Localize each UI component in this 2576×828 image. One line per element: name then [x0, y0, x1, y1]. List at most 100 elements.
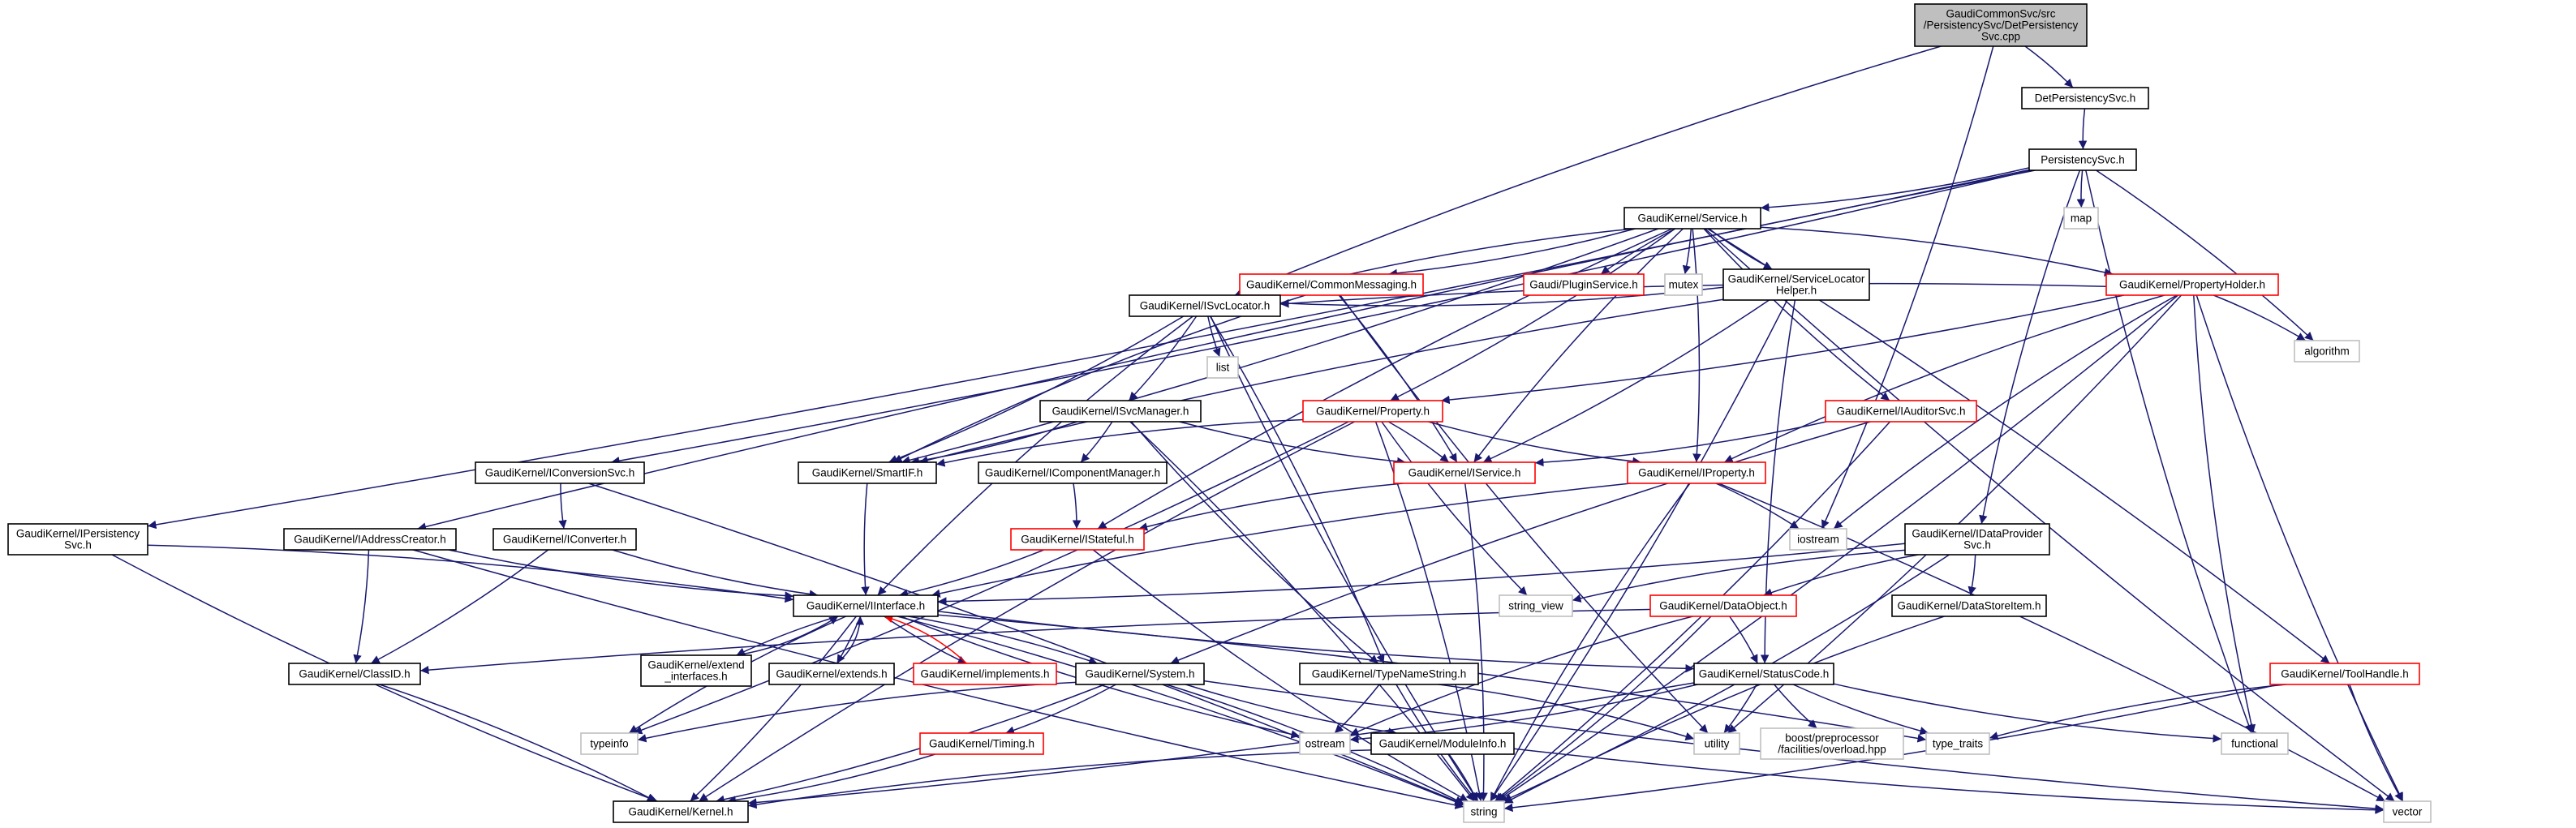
node-box-timing[interactable]	[919, 732, 1044, 755]
node-box-vector	[2383, 800, 2432, 823]
node-label-statuscode: GaudiKernel/StatusCode.h	[1699, 668, 1830, 680]
node-box-svcloc_helper[interactable]	[1722, 268, 1870, 301]
node-label-service: GaudiKernel/Service.h	[1637, 212, 1747, 225]
node-datastoreitem[interactable]: GaudiKernel/DataStoreItem.h	[1891, 594, 2047, 617]
node-label-svcloc_helper: Helper.h	[1776, 285, 1817, 297]
node-iservice[interactable]: GaudiKernel/IService.h	[1393, 461, 1536, 484]
node-box-system[interactable]	[1075, 663, 1205, 685]
node-iproperty[interactable]: GaudiKernel/IProperty.h	[1627, 461, 1766, 484]
node-smartif[interactable]: GaudiKernel/SmartIF.h	[798, 461, 937, 484]
edge-service-to-pluginsvc	[1600, 228, 1676, 275]
node-iostream: iostream	[1789, 528, 1847, 551]
node-box-root[interactable]	[1914, 3, 2088, 47]
node-commonmsg[interactable]: GaudiKernel/CommonMessaging.h	[1239, 273, 1424, 296]
node-label-vector: vector	[2393, 806, 2423, 818]
node-istateful[interactable]: GaudiKernel/IStateful.h	[1010, 528, 1145, 551]
node-ostream: ostream	[1299, 732, 1351, 755]
node-label-iinterface: GaudiKernel/IInterface.h	[806, 600, 925, 612]
node-det_pers[interactable]: DetPersistencySvc.h	[2021, 87, 2149, 109]
node-icompmgr[interactable]: GaudiKernel/IComponentManager.h	[978, 461, 1168, 484]
node-timing[interactable]: GaudiKernel/Timing.h	[919, 732, 1044, 755]
node-box-pers_svc[interactable]	[2028, 148, 2137, 171]
node-box-isvcmgr[interactable]	[1039, 400, 1202, 423]
node-statuscode[interactable]: GaudiKernel/StatusCode.h	[1693, 663, 1834, 685]
node-vector: vector	[2383, 800, 2432, 823]
node-kernel[interactable]: GaudiKernel/Kernel.h	[613, 800, 749, 823]
node-box-dataobject[interactable]	[1649, 594, 1797, 617]
node-box-iinterface[interactable]	[793, 594, 939, 617]
node-extend_ifaces[interactable]: GaudiKernel/extend_interfaces.h	[640, 654, 752, 687]
node-box-pluginsvc[interactable]	[1523, 273, 1645, 296]
node-classid[interactable]: GaudiKernel/ClassID.h	[288, 663, 421, 685]
node-box-classid[interactable]	[288, 663, 421, 685]
node-string: string	[1463, 800, 1505, 823]
node-extends[interactable]: GaudiKernel/extends.h	[768, 663, 895, 685]
node-toolhandle[interactable]: GaudiKernel/ToolHandle.h	[2269, 663, 2420, 685]
node-box-extends[interactable]	[768, 663, 895, 685]
node-box-iconvsvc[interactable]	[475, 461, 645, 484]
node-box-idataprov[interactable]	[1904, 523, 2050, 556]
node-propholder[interactable]: GaudiKernel/PropertyHolder.h	[2105, 273, 2279, 296]
node-box-toolhandle[interactable]	[2269, 663, 2420, 685]
edge-idataprov-to-datastoreitem	[1967, 554, 1976, 596]
edge-pers_svc-to-map	[2076, 169, 2086, 208]
node-isvcloc[interactable]: GaudiKernel/ISvcLocator.h	[1129, 294, 1281, 317]
edge-smartif-to-iinterface	[861, 483, 870, 596]
node-isvcmgr[interactable]: GaudiKernel/ISvcManager.h	[1039, 400, 1202, 423]
edge-iauditor-to-iservice	[1534, 421, 1827, 467]
node-box-type_traits	[1925, 732, 1990, 755]
node-label-commonmsg: GaudiKernel/CommonMessaging.h	[1246, 279, 1417, 291]
node-pluginsvc[interactable]: Gaudi/PluginService.h	[1523, 273, 1645, 296]
node-root[interactable]: GaudiCommonSvc/src/PersistencySvc/DetPer…	[1914, 3, 2088, 47]
node-box-iproperty[interactable]	[1627, 461, 1766, 484]
node-pers_svc[interactable]: PersistencySvc.h	[2028, 148, 2137, 171]
node-dataobject[interactable]: GaudiKernel/DataObject.h	[1649, 594, 1797, 617]
edge-toolhandle-to-type_traits	[1989, 684, 2286, 740]
edge-root-to-isvcloc	[1234, 45, 1942, 296]
node-property[interactable]: GaudiKernel/Property.h	[1302, 400, 1443, 423]
node-box-smartif[interactable]	[798, 461, 937, 484]
node-iinterface[interactable]: GaudiKernel/IInterface.h	[793, 594, 939, 617]
node-box-ipers[interactable]	[7, 523, 148, 556]
node-box-iconverter[interactable]	[492, 528, 637, 551]
node-box-moduleinfo[interactable]	[1370, 732, 1515, 755]
edge-iconverter-to-iinterface	[612, 549, 819, 598]
node-iconvsvc[interactable]: GaudiKernel/IConversionSvc.h	[475, 461, 645, 484]
edge-service-to-iservice	[1473, 228, 1684, 463]
node-box-typenamestr[interactable]	[1299, 663, 1479, 685]
node-box-propholder[interactable]	[2105, 273, 2279, 296]
node-service[interactable]: GaudiKernel/Service.h	[1623, 207, 1761, 230]
node-box-extend_ifaces[interactable]	[640, 654, 752, 687]
node-box-property[interactable]	[1302, 400, 1443, 423]
node-box-commonmsg[interactable]	[1239, 273, 1424, 296]
node-box-istateful[interactable]	[1010, 528, 1145, 551]
node-moduleinfo[interactable]: GaudiKernel/ModuleInfo.h	[1370, 732, 1515, 755]
node-box-implements[interactable]	[913, 663, 1057, 685]
node-box-datastoreitem[interactable]	[1891, 594, 2047, 617]
node-box-kernel[interactable]	[613, 800, 749, 823]
edge-iinterface-to-extend_ifaces	[736, 616, 839, 656]
node-box-icompmgr[interactable]	[978, 461, 1168, 484]
node-box-statuscode[interactable]	[1693, 663, 1834, 685]
node-system[interactable]: GaudiKernel/System.h	[1075, 663, 1205, 685]
node-box-det_pers[interactable]	[2021, 87, 2149, 109]
node-box-service[interactable]	[1623, 207, 1761, 230]
node-implements[interactable]: GaudiKernel/implements.h	[913, 663, 1057, 685]
node-iauditor[interactable]: GaudiKernel/IAuditorSvc.h	[1825, 400, 1977, 423]
node-box-iauditor[interactable]	[1825, 400, 1977, 423]
node-label-functional: functional	[2231, 738, 2278, 750]
node-label-type_traits: type_traits	[1933, 738, 1984, 750]
node-box-isvcloc[interactable]	[1129, 294, 1281, 317]
node-typenamestr[interactable]: GaudiKernel/TypeNameString.h	[1299, 663, 1479, 685]
edge-iproperty-to-iinterface	[931, 483, 1631, 598]
node-box-iaddr[interactable]	[283, 528, 457, 551]
node-iaddr[interactable]: GaudiKernel/IAddressCreator.h	[283, 528, 457, 551]
node-box-iservice[interactable]	[1393, 461, 1536, 484]
edge-idataprov-to-string_view	[1572, 549, 1906, 603]
edge-iauditor-to-system	[1170, 421, 1871, 664]
node-label-propholder: GaudiKernel/PropertyHolder.h	[2119, 279, 2265, 291]
node-iconverter[interactable]: GaudiKernel/IConverter.h	[492, 528, 637, 551]
